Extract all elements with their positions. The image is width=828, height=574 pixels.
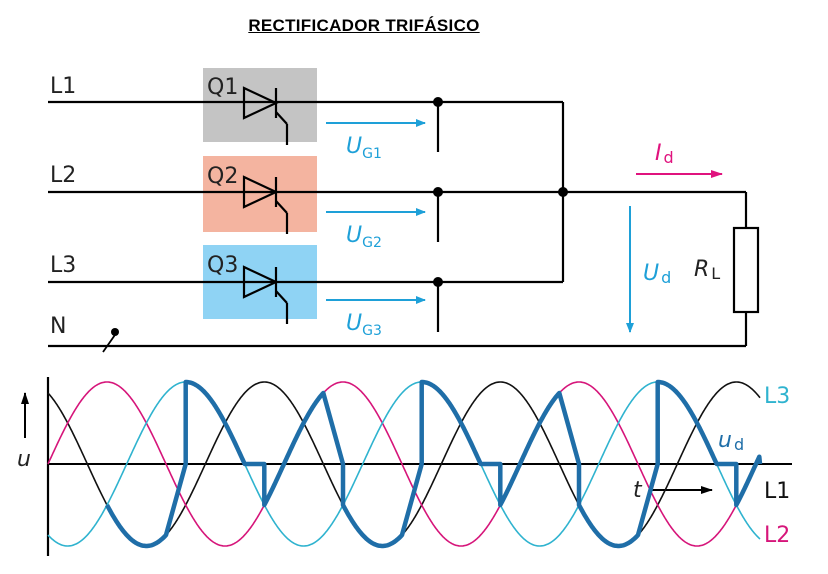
line-label-l3: L3	[50, 253, 76, 278]
thyristor-q2-icon	[242, 175, 289, 234]
gate-voltage-label-1: UG1	[346, 134, 382, 162]
gate-voltage-label-2: UG2	[346, 223, 382, 251]
phase-curve-l3	[47, 381, 761, 547]
junction-dots	[433, 97, 568, 287]
q2-box	[203, 156, 317, 232]
line-label-n: N	[50, 314, 66, 339]
phase-label-l3: L3	[764, 384, 790, 409]
line-label-l2: L2	[50, 163, 76, 188]
phase-wires	[48, 100, 748, 348]
rectified-output-curve	[105, 379, 763, 549]
q1-box	[203, 68, 317, 142]
diagram-title: RECTIFICADOR TRIFÁSICO	[248, 16, 480, 35]
phase-label-l1: L1	[764, 479, 790, 504]
load-resistor	[732, 226, 760, 314]
thyristor-label-q2: Q2	[207, 164, 238, 189]
time-label: t	[633, 478, 643, 503]
thyristor-q1-icon	[242, 86, 289, 145]
phase-curve-l2	[47, 381, 761, 547]
y-axis-label: u	[17, 447, 31, 472]
thyristor-q3-icon	[242, 265, 289, 324]
neutral-marker	[102, 328, 119, 353]
thyristor-label-q3: Q3	[207, 253, 238, 278]
gate-voltage-label-3: UG3	[346, 311, 382, 339]
line-label-l1: L1	[50, 74, 76, 99]
thyristor-label-q1: Q1	[207, 75, 238, 100]
phase-label-l2: L2	[764, 523, 790, 548]
